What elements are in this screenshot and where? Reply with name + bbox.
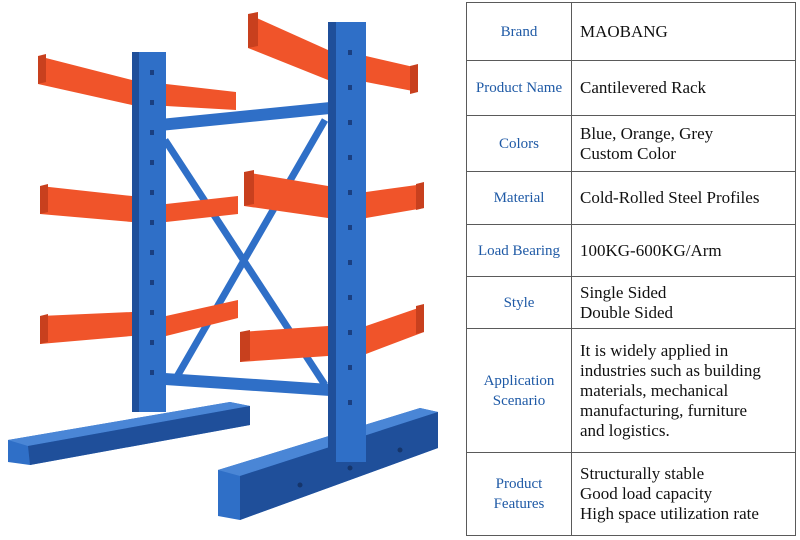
product-name-label: Product Name [466, 60, 572, 116]
spec-row-material: Material Cold-Rolled Steel Profiles [466, 171, 796, 225]
application-value-line: materials, mechanical [580, 380, 729, 400]
application-value-line: manufacturing, furniture [580, 400, 748, 420]
features-value-line: Structurally stable [580, 464, 705, 483]
features-label-line: Product [495, 476, 543, 492]
features-value: Structurally stable Good load capacity H… [571, 452, 796, 536]
load-bearing-value-line: 100KG-600KG/Arm [580, 240, 722, 260]
colors-value-line: Blue, Orange, Grey [580, 123, 714, 143]
rear-base [8, 402, 250, 465]
application-label-line: Application [483, 372, 555, 389]
colors-label: Colors [466, 115, 572, 172]
application-value-line: It is widely applied in [580, 340, 729, 360]
spec-row-colors: Colors Blue, Orange, Grey Custom Color [466, 115, 796, 172]
material-label: Material [466, 171, 572, 225]
features-value-line: High space utilization rate [580, 504, 759, 523]
brand-value: MAOBANG [571, 2, 796, 61]
brand-value-line: MAOBANG [580, 21, 668, 41]
brand-label: Brand [466, 2, 572, 61]
colors-value-line: Custom Color [580, 143, 676, 163]
style-label: Style [466, 276, 572, 329]
style-value-line: Double Sided [580, 302, 674, 322]
spec-row-load-bearing: Load Bearing 100KG-600KG/Arm [466, 224, 796, 277]
front-upright [328, 22, 366, 462]
spec-row-product-name: Product Name Cantilevered Rack [466, 60, 796, 116]
application-value-line: industries such as building [580, 360, 761, 380]
load-bearing-label: Load Bearing [466, 224, 572, 277]
style-value: Single Sided Double Sided [571, 276, 796, 329]
material-value: Cold-Rolled Steel Profiles [571, 171, 796, 225]
product-name-value-line: Cantilevered Rack [580, 78, 707, 97]
features-label: Product Features [466, 452, 572, 536]
rear-arms [38, 54, 238, 344]
material-value-line: Cold-Rolled Steel Profiles [580, 188, 760, 207]
spec-table: Brand MAOBANG Product Name Cantilevered … [466, 2, 796, 536]
features-value-line: Good load capacity [580, 484, 713, 503]
product-name-value: Cantilevered Rack [571, 60, 796, 116]
application-label: Application Scenario [466, 328, 572, 453]
application-label-line: Scenario [492, 392, 546, 409]
cantilever-rack-illustration [8, 12, 438, 520]
spec-row-application: Application Scenario It is widely applie… [466, 328, 796, 453]
spec-row-style: Style Single Sided Double Sided [466, 276, 796, 329]
application-value-line: and logistics. [580, 420, 670, 440]
front-arms [240, 12, 424, 362]
colors-value: Blue, Orange, Grey Custom Color [571, 115, 796, 172]
spec-row-features: Product Features Structurally stable Goo… [466, 452, 796, 536]
load-bearing-value: 100KG-600KG/Arm [571, 224, 796, 277]
spec-row-brand: Brand MAOBANG [466, 2, 796, 61]
rear-upright [132, 52, 166, 412]
features-label-line: Features [493, 496, 545, 512]
application-value: It is widely applied in industries such … [571, 328, 796, 453]
style-value-line: Single Sided [580, 282, 667, 302]
